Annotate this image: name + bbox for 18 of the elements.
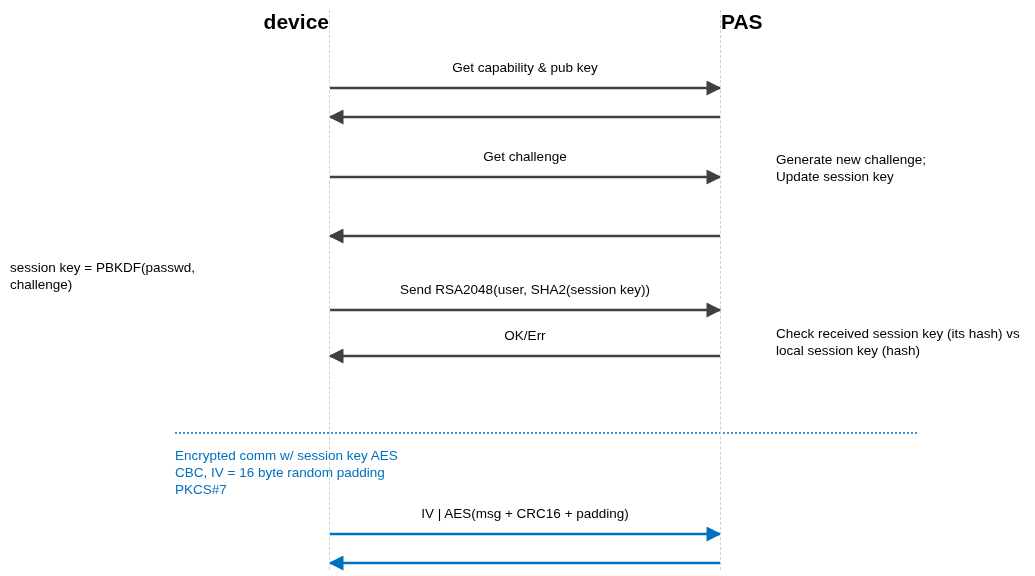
message-arrow — [330, 80, 722, 96]
edge-label: Get challenge — [481, 149, 569, 164]
note-text: Generate new challenge; Update session key — [776, 151, 928, 185]
message-arrow — [330, 302, 722, 318]
message-arrow — [328, 228, 720, 244]
edge-label: Get capability & pub key — [450, 60, 600, 75]
note-text: session key = PBKDF(passwd, challenge) — [10, 259, 196, 293]
message-arrow — [328, 555, 720, 571]
edge-label: Send RSA2048(user, SHA2(session key)) — [398, 282, 652, 297]
edge-label: OK/Err — [502, 328, 548, 343]
message-arrow — [330, 169, 722, 185]
note-text: Check received session key (its hash) vs local session key (hash) — [776, 325, 1021, 359]
message-arrow — [330, 526, 722, 542]
participant-lifeline: PAS — [720, 10, 768, 570]
note-text: Encrypted comm w/ session key AES CBC, IV = 16 byte random padding PKCS#7 — [175, 447, 399, 498]
message-arrow — [328, 348, 720, 364]
message-arrow — [328, 109, 720, 125]
edge-label: IV | AES(msg + CRC16 + padding) — [419, 506, 631, 521]
